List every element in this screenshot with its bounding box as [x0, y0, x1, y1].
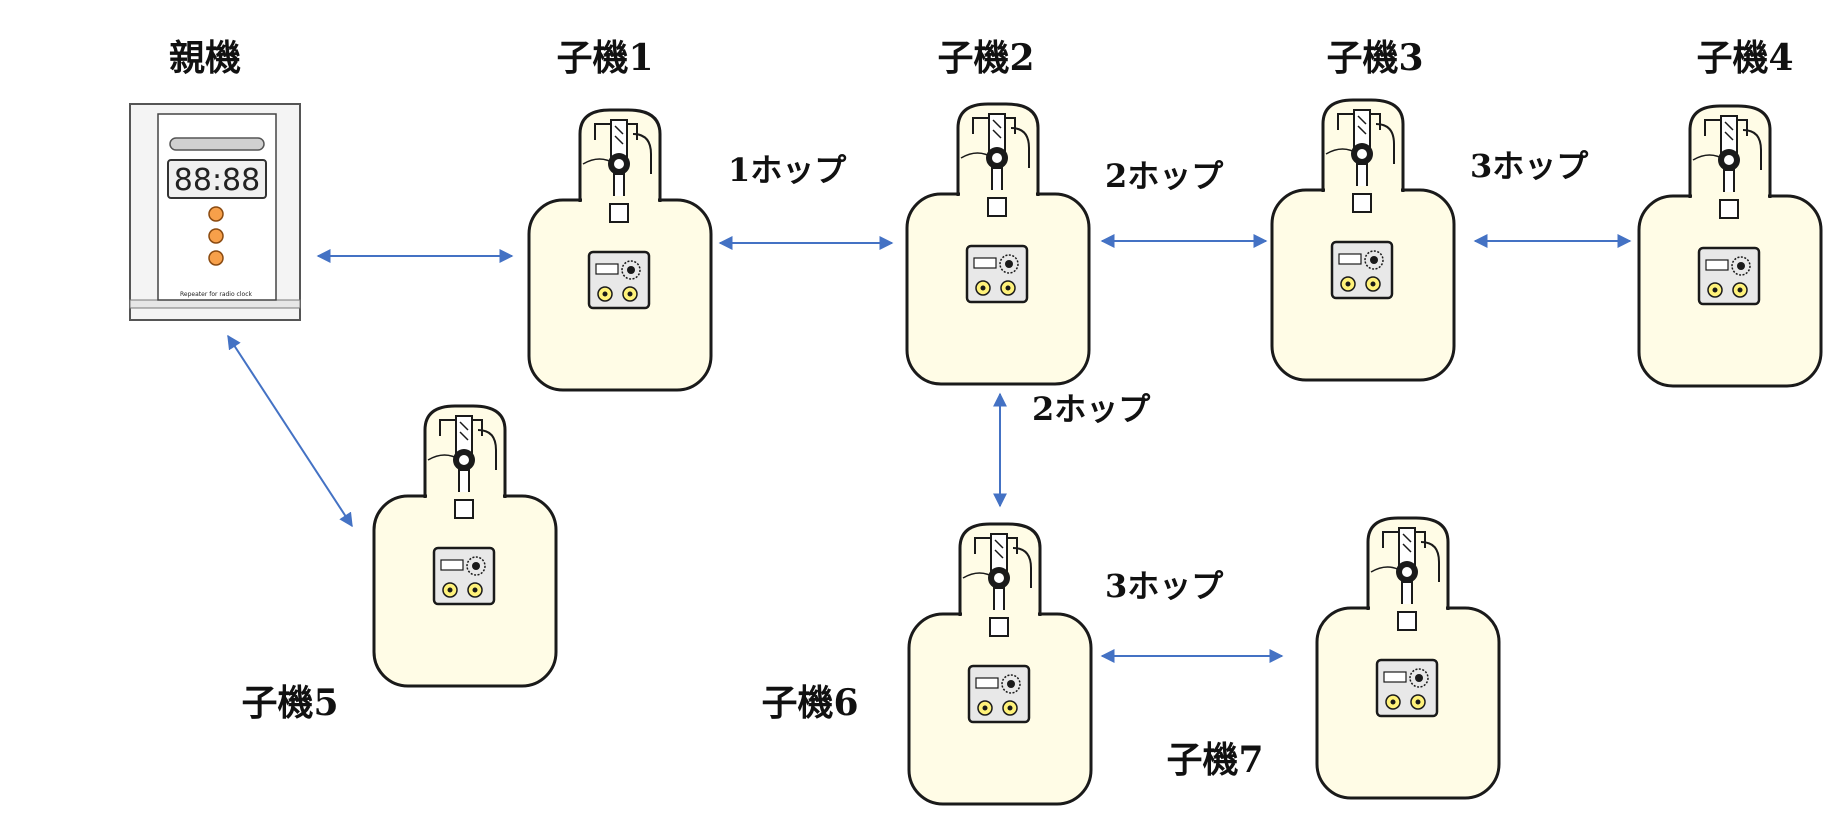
hop-label-5: 3ホップ	[1105, 567, 1224, 605]
child-device-5	[372, 404, 558, 688]
child-label-1: 子機1	[556, 37, 653, 79]
child-label-6: 子機6	[761, 682, 858, 724]
orange-knob-2	[208, 228, 224, 244]
orange-knob-3	[208, 250, 224, 266]
clock-display: 88:88	[174, 163, 260, 198]
orange-knob-1	[208, 206, 224, 222]
child-label-2: 子機2	[937, 37, 1034, 79]
arrow-parent-child5	[227, 334, 353, 528]
hop-label-4: 2ホップ	[1032, 390, 1151, 428]
child-label-5: 子機5	[241, 682, 338, 724]
child-device-4	[1637, 104, 1823, 388]
connection-arrows	[227, 234, 1632, 663]
child-device-7	[1315, 516, 1501, 800]
child-label-4: 子機4	[1696, 37, 1793, 79]
hop-label-3: 3ホップ	[1470, 147, 1589, 185]
parent-caption: Repeater for radio clock	[180, 291, 252, 298]
child-label-7: 子機7	[1166, 739, 1263, 781]
parent-label: 親機	[169, 37, 241, 79]
hop-label-2: 2ホップ	[1105, 157, 1224, 195]
child-label-3: 子機3	[1326, 37, 1423, 79]
child-device-3	[1270, 98, 1456, 382]
parent-device: 88:88 Repeater for radio clock	[129, 103, 301, 321]
hop-label-1: 1ホップ	[728, 151, 847, 189]
child-device-1	[527, 108, 713, 392]
child-device-6	[907, 522, 1093, 806]
child-device-2	[905, 102, 1091, 386]
